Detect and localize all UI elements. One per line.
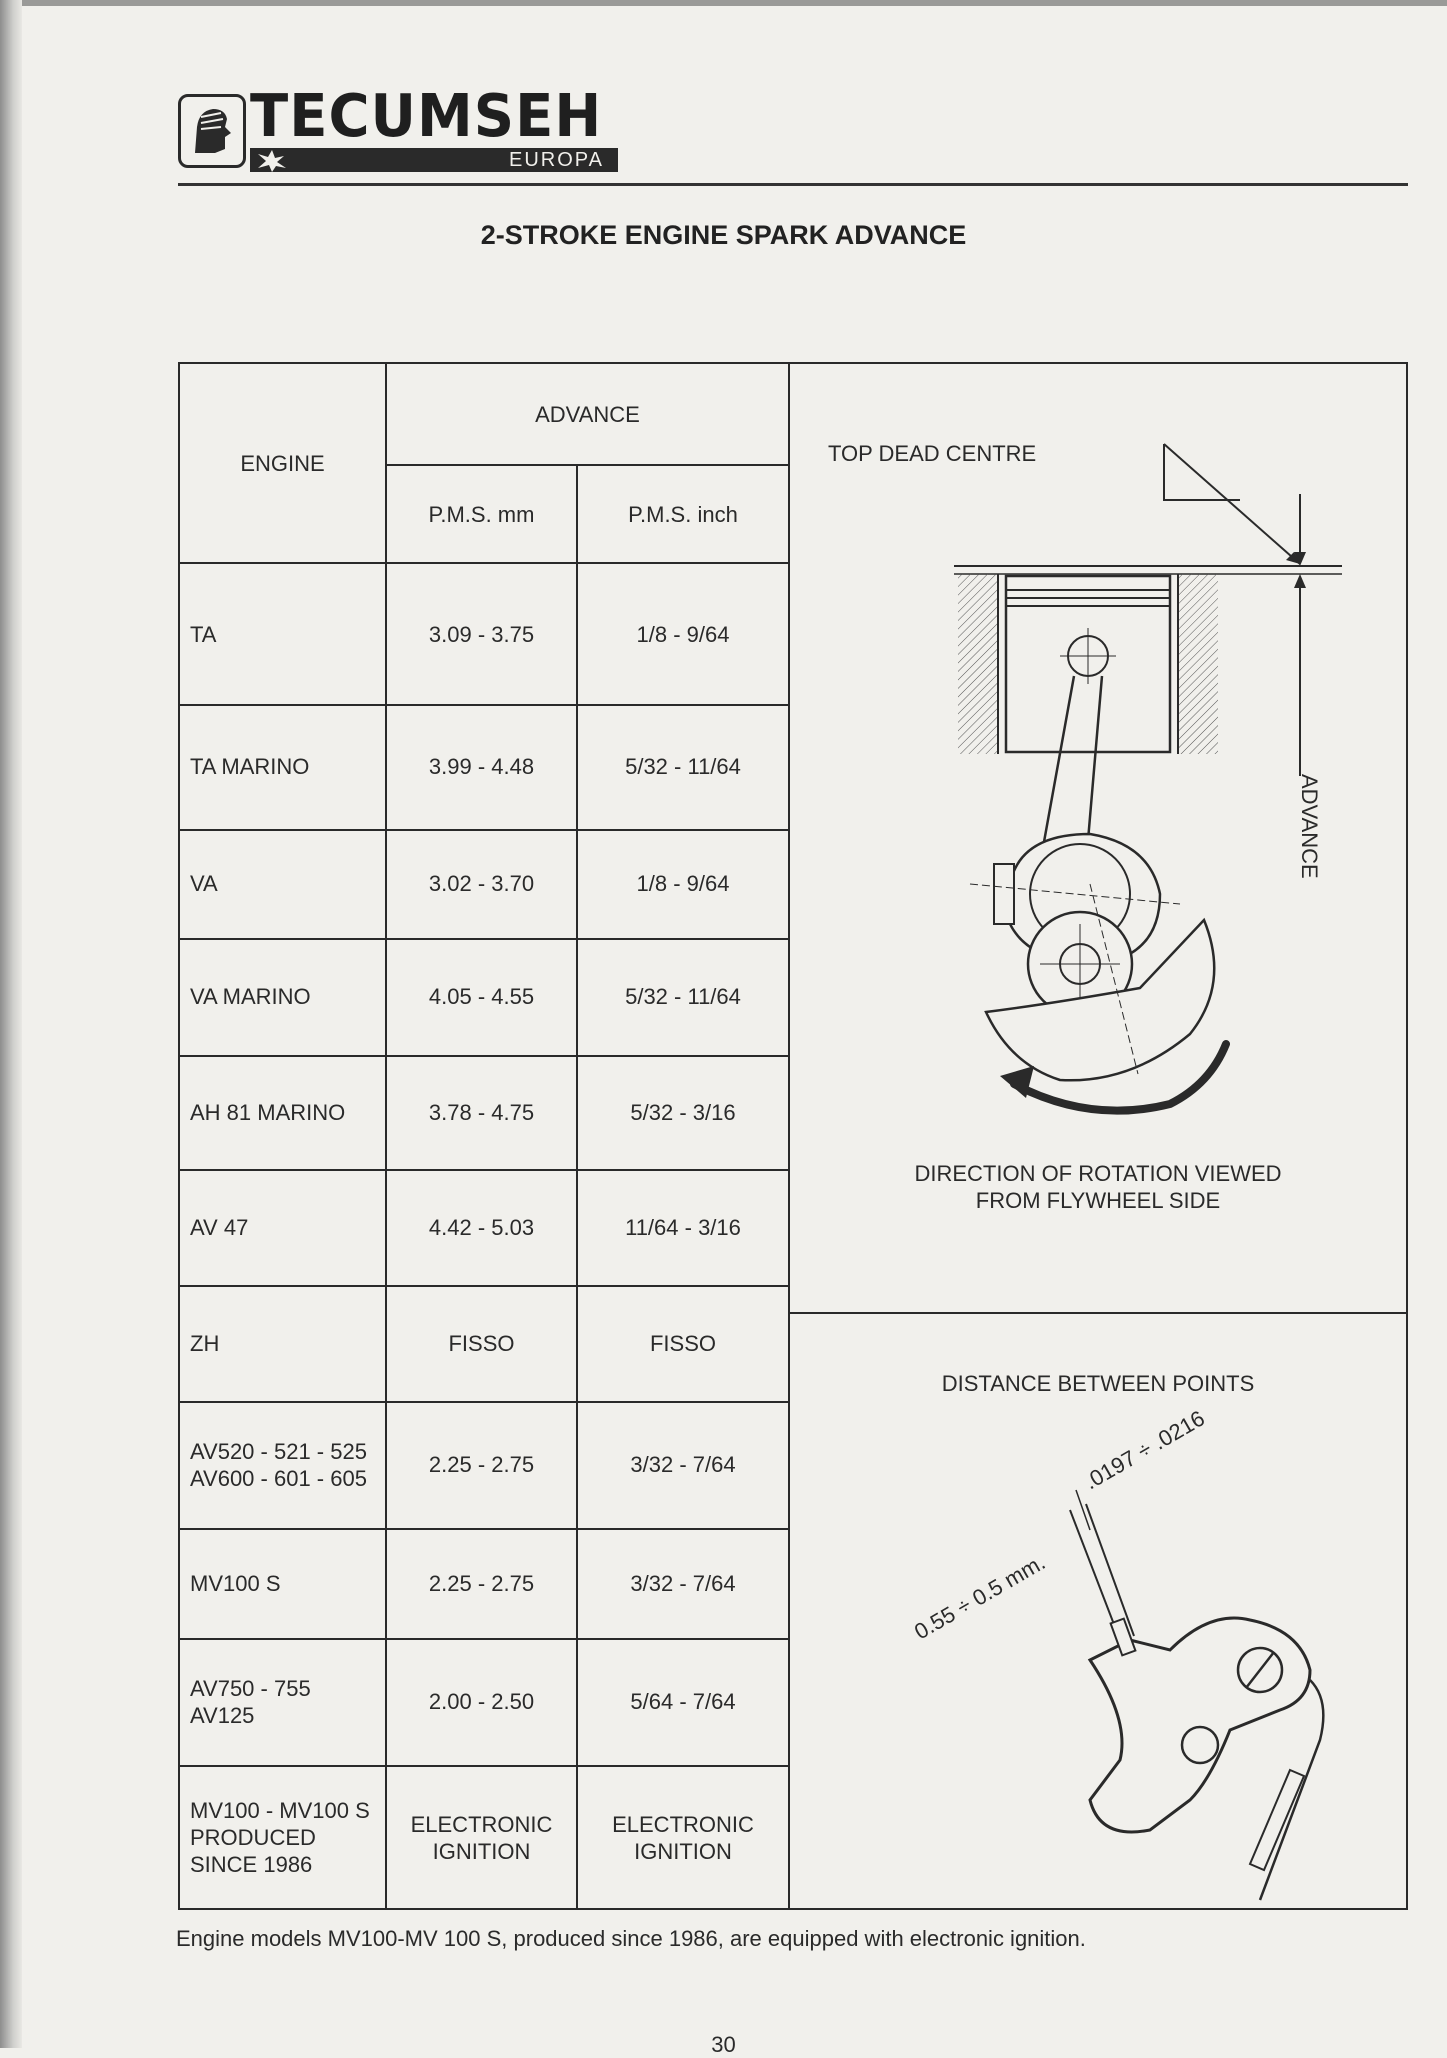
engine-header: ENGINE bbox=[240, 450, 325, 476]
engine-cell: AV 47 bbox=[190, 1214, 249, 1240]
inch-cell: 5/64 - 7/64 bbox=[630, 1689, 736, 1714]
inch-header: P.M.S. inch bbox=[628, 501, 738, 527]
engine-cell: AV750 - 755 AV125 bbox=[190, 1675, 311, 1728]
col-divider-mm bbox=[576, 464, 578, 1910]
row-divider bbox=[178, 704, 788, 706]
engine-cell: ZH bbox=[190, 1330, 220, 1356]
mm-cell: 3.09 - 3.75 bbox=[428, 621, 535, 647]
page-binding-edge bbox=[0, 0, 22, 2048]
row-divider bbox=[178, 1528, 788, 1530]
advance-label: ADVANCE bbox=[1297, 774, 1322, 879]
inch-cell: 5/32 - 11/64 bbox=[625, 754, 741, 779]
header-rule bbox=[178, 183, 1408, 186]
inch-cell: 11/64 - 3/16 bbox=[625, 1214, 741, 1240]
row-divider bbox=[178, 1285, 788, 1287]
row-divider bbox=[178, 938, 788, 940]
mm-cell: ELECTRONIC IGNITION bbox=[410, 1811, 553, 1864]
points-caption: DISTANCE BETWEEN POINTS bbox=[941, 1371, 1255, 1396]
row-divider bbox=[178, 1055, 788, 1057]
footnote: Engine models MV100-MV 100 S, produced s… bbox=[176, 1926, 1086, 1951]
mm-cell: 3.78 - 4.75 bbox=[428, 1099, 535, 1125]
inch-cell: 1/8 - 9/64 bbox=[636, 621, 730, 647]
spark-icon bbox=[258, 150, 286, 172]
row-divider bbox=[178, 1169, 788, 1171]
engine-cell: VA MARINO bbox=[190, 984, 311, 1009]
mm-cell: 2.00 - 2.50 bbox=[428, 1689, 535, 1714]
rotation-caption: DIRECTION OF ROTATION VIEWED FROM FLYWHE… bbox=[914, 1161, 1282, 1213]
mm-cell: 4.05 - 4.55 bbox=[428, 984, 535, 1009]
metric-gap-label: 0.55 ÷ 0.5 mm. bbox=[910, 1549, 1049, 1644]
chief-head-icon bbox=[178, 94, 246, 168]
engine-cell: AH 81 MARINO bbox=[190, 1099, 346, 1125]
row-divider bbox=[178, 1765, 788, 1767]
content-frame bbox=[178, 362, 1408, 1910]
tdc-label: TOP DEAD CENTRE bbox=[828, 441, 1037, 466]
header-bottom-rule bbox=[178, 562, 788, 564]
brand-subbar: EUROPA bbox=[250, 148, 618, 172]
inch-cell: 5/32 - 3/16 bbox=[630, 1099, 736, 1125]
figure-divider bbox=[788, 1312, 1408, 1314]
mm-cell: 3.02 - 3.70 bbox=[428, 871, 535, 896]
inch-cell: 1/8 - 9/64 bbox=[636, 871, 730, 896]
mm-cell: 3.99 - 4.48 bbox=[428, 754, 535, 779]
mm-cell: FISSO bbox=[448, 1330, 515, 1356]
inch-cell: 3/32 - 7/64 bbox=[630, 1452, 736, 1477]
row-divider bbox=[178, 829, 788, 831]
col-divider-engine bbox=[385, 362, 387, 1910]
inch-cell: 5/32 - 11/64 bbox=[625, 984, 741, 1009]
engine-cell: VA bbox=[190, 871, 218, 896]
brand-name: TECUMSEH bbox=[250, 82, 603, 151]
advance-header: ADVANCE bbox=[535, 401, 640, 427]
brand-logo: TECUMSEH EUROPA bbox=[178, 82, 618, 172]
engine-cell: TA MARINO bbox=[190, 754, 310, 779]
piston-diagram: ADVANCE bbox=[954, 443, 1342, 1115]
page-title: 2-STROKE ENGINE SPARK ADVANCE bbox=[480, 220, 967, 250]
points-diagram: 0.55 ÷ 0.5 mm. .0197 ÷ .0216 bbox=[910, 1405, 1325, 1901]
brand-subtitle: EUROPA bbox=[509, 149, 604, 171]
inch-cell: ELECTRONIC IGNITION bbox=[612, 1811, 754, 1864]
engine-cell: AV520 - 521 - 525 AV600 - 601 - 605 bbox=[190, 1438, 367, 1491]
page-number: 30 bbox=[711, 2032, 736, 2057]
col-divider-table-figure bbox=[788, 362, 790, 1910]
inch-gap-label: .0197 ÷ .0216 bbox=[1080, 1405, 1209, 1494]
inch-cell: 3/32 - 7/64 bbox=[630, 1570, 736, 1596]
row-divider bbox=[178, 1638, 788, 1640]
row-divider bbox=[178, 1401, 788, 1403]
engine-cell: TA bbox=[190, 621, 217, 647]
inch-cell: FISSO bbox=[649, 1330, 716, 1356]
mm-cell: 2.25 - 2.75 bbox=[428, 1570, 535, 1596]
mm-header: P.M.S. mm bbox=[428, 501, 535, 527]
mm-cell: 2.25 - 2.75 bbox=[428, 1452, 535, 1477]
engine-cell: MV100 - MV100 S PRODUCED SINCE 1986 bbox=[190, 1798, 370, 1877]
page-top-edge bbox=[0, 0, 1447, 6]
engine-cell: MV100 S bbox=[190, 1570, 281, 1596]
advance-header-rule bbox=[385, 464, 788, 466]
mm-cell: 4.42 - 5.03 bbox=[428, 1214, 535, 1240]
